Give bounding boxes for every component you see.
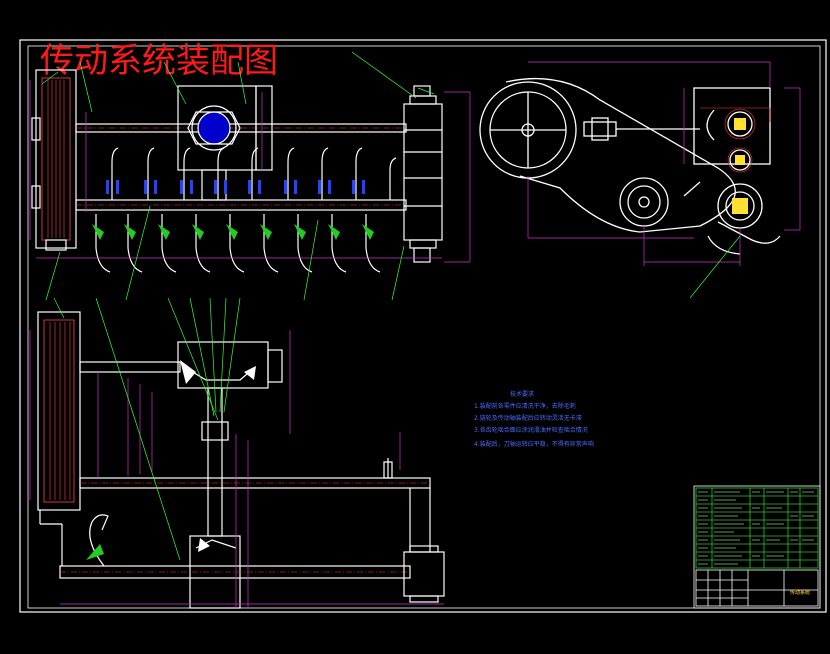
dimensions-top-right xyxy=(527,61,801,266)
small-pulley xyxy=(619,177,669,227)
gear-teeth-red xyxy=(700,107,771,173)
blade-tips xyxy=(92,224,374,240)
tech-requirement-1: 1.装配前各零件应清洗干净，去除毛刺 xyxy=(474,402,576,410)
top-right-view xyxy=(479,77,781,255)
dimensions-bottom-left xyxy=(29,330,444,608)
leader-lines-top-left xyxy=(41,51,435,301)
drive-belt xyxy=(505,77,736,233)
tech-requirement-4: 4.装配后，刀轴运转应平稳，不得有异常声响 xyxy=(474,440,594,448)
right-bearing-housing xyxy=(403,103,443,241)
bottom-bevel-gears xyxy=(180,360,256,552)
title-block-drawing-name: 传动系统 xyxy=(790,589,810,596)
bottom-left-view xyxy=(37,311,445,609)
tech-requirement-2: 2.链轮及传动轴装配后应转动灵活无卡滞 xyxy=(474,414,582,422)
side-gear-hubs xyxy=(732,118,748,214)
technical-requirements: 技术要求 1.装配前各零件应清洗干净，去除毛刺 2.链轮及传动轴装配后应转动灵活… xyxy=(474,390,594,448)
drawing-title: 传动系统装配图 xyxy=(40,41,278,81)
side-gearbox xyxy=(693,87,771,165)
title-block xyxy=(693,485,821,609)
title-block-cell-marks xyxy=(698,491,814,565)
bottom-blade-tip xyxy=(86,544,104,560)
leader-lines-top-right xyxy=(689,235,741,299)
sheet-outer-border xyxy=(19,39,827,613)
left-chain-case xyxy=(35,69,77,249)
tech-requirements-heading: 技术要求 xyxy=(510,390,534,398)
sheet-inner-border xyxy=(27,45,821,609)
top-left-view xyxy=(31,69,443,273)
bottom-chain-case xyxy=(37,311,81,511)
tech-requirement-3: 3.各齿轮啮合面应涂润滑油并检查啮合情况 xyxy=(474,426,588,434)
dimensions-top-left xyxy=(29,80,471,263)
blade-flanges xyxy=(106,180,365,194)
leader-lines-bottom-left xyxy=(53,297,241,561)
